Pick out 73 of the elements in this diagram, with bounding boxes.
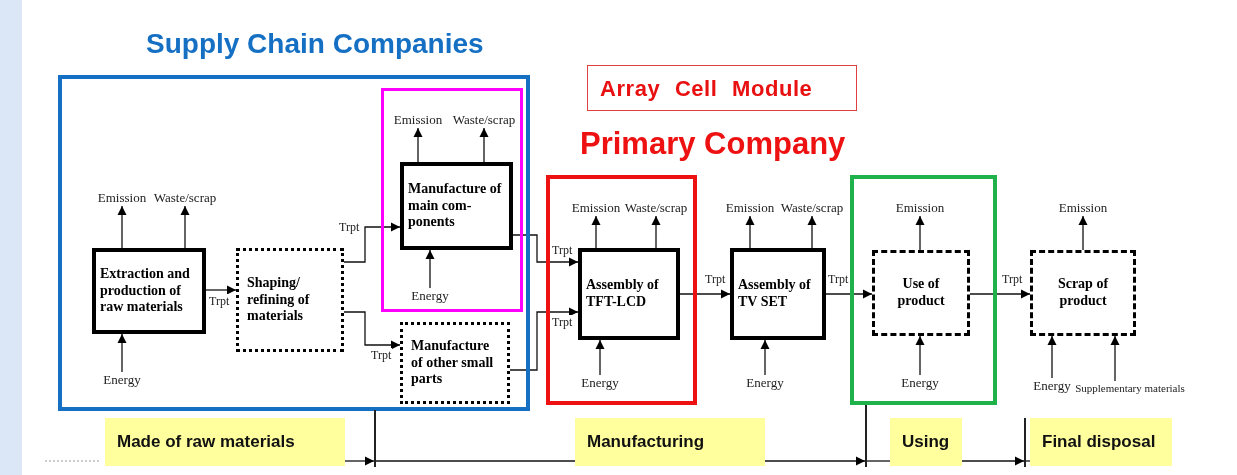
stage-divider — [374, 410, 376, 467]
flow-label: Emission — [97, 190, 147, 206]
edge-label: Trpt — [338, 220, 361, 234]
stage-divider — [1024, 418, 1026, 467]
flow-label: Energy — [1033, 378, 1071, 394]
arrow — [205, 285, 237, 295]
flow-label: Waste/scrap — [153, 190, 217, 206]
arrow — [509, 307, 579, 371]
process-box: Assembly of TFT-LCD — [578, 248, 680, 340]
edge-label: Trpt — [208, 294, 231, 308]
flow-label: Waste/scrap — [452, 112, 516, 128]
timeline-arrow — [764, 456, 866, 466]
arrow — [760, 339, 770, 376]
arrow — [479, 127, 489, 163]
edge-label: Trpt — [551, 315, 574, 329]
process-box: Assembly of TV SET — [730, 248, 826, 340]
flow-label: Waste/scrap — [624, 200, 688, 216]
arrow — [679, 289, 731, 299]
flow-label: Emission — [571, 200, 621, 216]
flow-label: Waste/scrap — [780, 200, 844, 216]
process-box: Manufacture of other small parts — [400, 322, 510, 404]
arrow — [915, 215, 925, 251]
flow-label: Energy — [103, 372, 141, 388]
edge-label: Trpt — [551, 243, 574, 257]
arrow — [117, 333, 127, 373]
timeline-arrow — [344, 456, 375, 466]
flow-label: Energy — [581, 375, 619, 391]
arrow — [651, 215, 661, 249]
edge-label: Trpt — [827, 272, 850, 286]
group-frame — [381, 88, 523, 312]
group-frame — [850, 175, 997, 405]
edge-label: Trpt — [704, 272, 727, 286]
arrow — [1110, 335, 1120, 382]
stage-box: Manufacturing — [575, 418, 765, 466]
flow-label: Emission — [725, 200, 775, 216]
group-title: Supply Chain Companies — [146, 27, 484, 61]
flow-label: Energy — [411, 288, 449, 304]
arrow — [343, 222, 401, 263]
arrow — [425, 249, 435, 289]
arrow — [915, 335, 925, 376]
stage-box: Made of raw materials — [105, 418, 345, 466]
arrow — [745, 215, 755, 249]
arrow — [1047, 335, 1057, 379]
arrow — [591, 215, 601, 249]
flow-label: Emission — [895, 200, 945, 216]
stage-divider — [865, 405, 867, 467]
arrow — [117, 205, 127, 249]
process-box: Shaping/ refining of materials — [236, 248, 344, 352]
edge-label: Trpt — [1001, 272, 1024, 286]
arrow — [1078, 215, 1088, 251]
stage-tag-box: Array Cell Module — [587, 65, 857, 111]
stage-box: Using — [890, 418, 962, 466]
flow-label: Energy — [901, 375, 939, 391]
process-box: Manufacture of main com- ponents — [400, 162, 513, 250]
flow-label: Emission — [1058, 200, 1108, 216]
arrow — [825, 289, 873, 299]
arrow — [180, 205, 190, 249]
group-title: Primary Company — [580, 125, 846, 163]
timeline-arrow — [961, 456, 1025, 466]
process-box: Use of product — [872, 250, 970, 336]
process-box: Extraction and production of raw materials — [92, 248, 206, 334]
stage-box: Final disposal — [1030, 418, 1172, 466]
flow-label: Energy — [746, 375, 784, 391]
flow-label: Supplementary materials — [1075, 381, 1185, 395]
flow-label: Emission — [393, 112, 443, 128]
arrow — [343, 311, 401, 350]
arrow — [512, 234, 579, 267]
arrow — [969, 289, 1031, 299]
process-box: Scrap of product — [1030, 250, 1136, 336]
arrow — [413, 127, 423, 163]
arrow — [807, 215, 817, 249]
edge-label: Trpt — [370, 348, 393, 362]
arrow — [595, 339, 605, 376]
